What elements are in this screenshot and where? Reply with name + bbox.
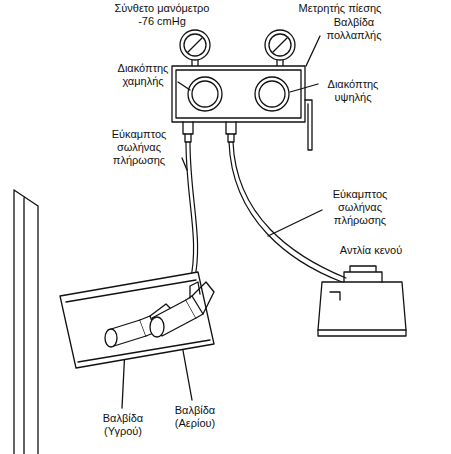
part-label: Διακόπτης χαμηλής [110, 62, 176, 88]
part-label: Εύκαμπτος σωλήνας πλήρωσης [318, 188, 402, 227]
part-label: Αντλία κενού [326, 244, 416, 257]
part-label: Διακόπτης υψηλής [318, 78, 388, 104]
part-label: Σύνθετο μανόμετρο -76 cmHg [106, 2, 218, 28]
part-label: Βαλβίδα πολλαπλής [318, 16, 390, 42]
part-label: Μετρητής πίεσης [286, 2, 394, 15]
part-label: Εύκαμπτος σωλήνας πλήρωσης [98, 128, 180, 167]
part-label: Βαλβίδα (Αερίου) [158, 404, 232, 430]
part-label: Βαλβίδα (Υγρού) [88, 412, 158, 438]
